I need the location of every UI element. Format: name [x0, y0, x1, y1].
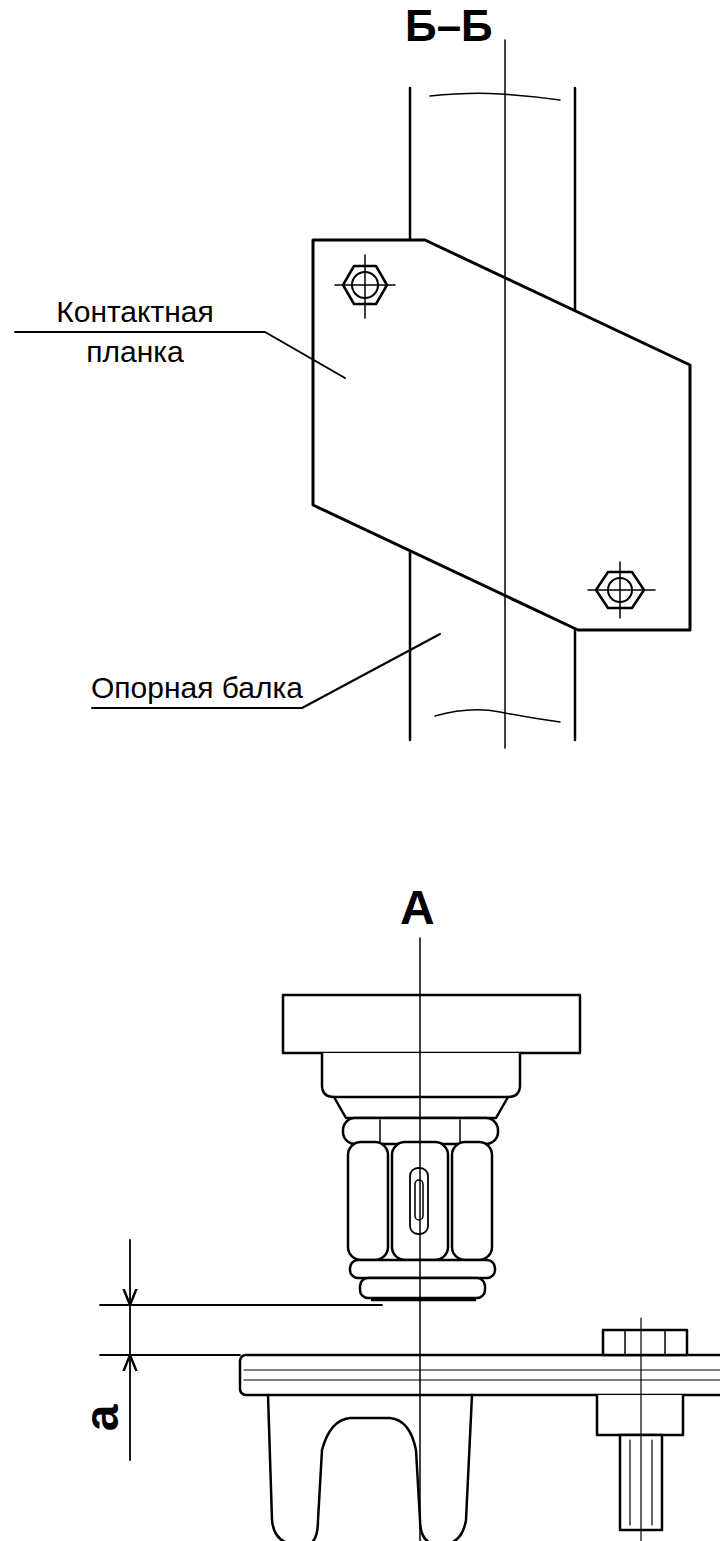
- drawing-stroke: [244, 1369, 720, 1370]
- drawing-stroke: [624, 1330, 626, 1355]
- drawing-stroke: [348, 1142, 388, 1260]
- drawing-stroke: [410, 1168, 428, 1234]
- center-line: [504, 40, 506, 748]
- drawing-stroke: [350, 1260, 495, 1278]
- drawing-stroke: [619, 562, 621, 618]
- drawing-stroke: [435, 710, 560, 722]
- drawing-stroke: [664, 1330, 666, 1355]
- drawing-stroke: [629, 1440, 630, 1525]
- drawing-stroke: [129, 1240, 131, 1305]
- dimension-label: а: [76, 1394, 128, 1442]
- drawing-stroke: [322, 1053, 520, 1097]
- section-label: Б–Б: [405, 0, 493, 52]
- drawing-stroke: [129, 1355, 131, 1460]
- drawing-stroke: [100, 1304, 382, 1306]
- contact-plate: [313, 240, 690, 630]
- drawing-stroke: [640, 1318, 641, 1541]
- drawing-stroke: [334, 1097, 508, 1118]
- drawing-stroke: [459, 1120, 461, 1142]
- drawing-stroke: [240, 1355, 720, 1395]
- drawing-stroke: [364, 255, 366, 318]
- roller-support: [283, 995, 580, 1300]
- drawing-stroke: [588, 589, 655, 591]
- drawing-stroke: [129, 1305, 131, 1355]
- drawing-stroke: [244, 1379, 720, 1380]
- part-name: Опорная балка: [87, 668, 307, 708]
- rail-plate: [240, 1355, 720, 1541]
- drawing-stroke: [430, 93, 560, 100]
- drawing-stroke: [651, 1440, 652, 1525]
- drawing-stroke: [313, 240, 690, 630]
- dimension-a: [100, 1240, 382, 1460]
- drawing-stroke: [379, 1120, 381, 1142]
- drawing-stroke: [372, 1299, 475, 1302]
- view-label: А: [400, 880, 435, 936]
- drawing-stroke: [415, 1180, 423, 1220]
- leader-lines: [15, 332, 440, 708]
- drawing-stroke: [603, 1330, 687, 1355]
- bolt: [597, 1318, 687, 1541]
- center-line: [419, 938, 421, 1541]
- drawing-stroke: [452, 1142, 492, 1260]
- drawing-stroke: [268, 1395, 472, 1541]
- drawing-stroke: [283, 995, 580, 1053]
- drawing-stroke: [100, 1354, 240, 1356]
- drawing-stroke: [597, 1395, 683, 1435]
- drawing-stroke: [360, 1278, 485, 1298]
- part-name: Контактная планка: [25, 292, 245, 372]
